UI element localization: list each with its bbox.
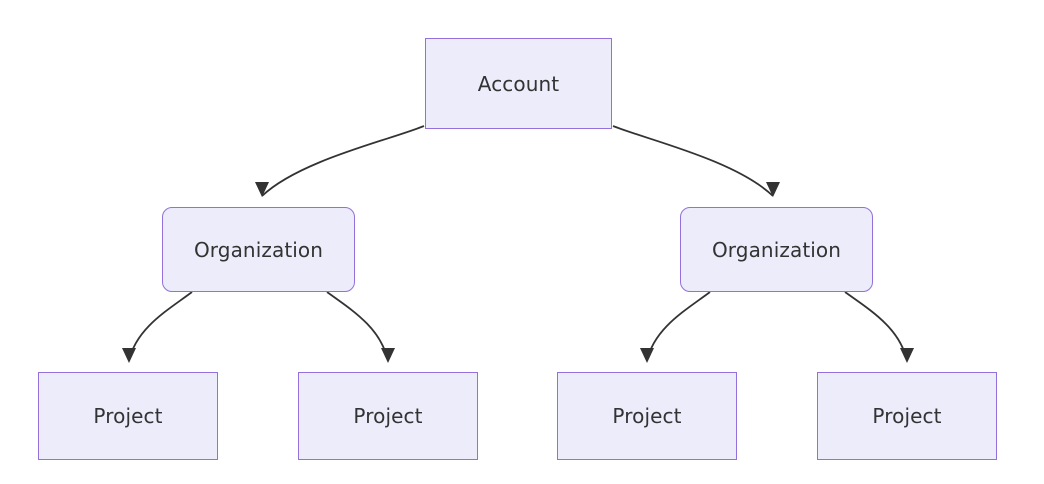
arrowhead-project-4 [900,348,914,363]
edge-organization-right-to-project-3 [646,291,711,362]
edge-organization-right-to-project-4 [844,291,908,362]
node-project-4-label: Project [872,404,942,428]
edge-account-to-organization-right [612,125,774,197]
node-project-3[interactable]: Project [557,372,737,460]
node-organization-right-label: Organization [711,237,842,262]
edge-organization-left-to-project-2 [326,291,389,362]
node-project-4[interactable]: Project [817,372,997,460]
edge-organization-left-to-project-1 [128,291,193,362]
node-organization-left-label: Organization [193,237,324,262]
edge-account-to-organization-left [261,125,425,197]
arrowhead-project-2 [381,348,395,363]
node-project-2-label: Project [353,404,423,428]
node-organization-left[interactable]: Organization [162,207,355,292]
node-project-1-label: Project [93,404,163,428]
arrowhead-project-3 [640,348,654,363]
arrowhead-project-1 [122,348,136,363]
node-project-3-label: Project [612,404,682,428]
node-project-2[interactable]: Project [298,372,478,460]
node-account-label: Account [477,71,560,96]
arrowhead-organization-right [766,182,780,197]
arrowhead-organization-left [255,182,269,197]
node-account[interactable]: Account [425,38,612,129]
node-organization-right[interactable]: Organization [680,207,873,292]
node-project-1[interactable]: Project [38,372,218,460]
